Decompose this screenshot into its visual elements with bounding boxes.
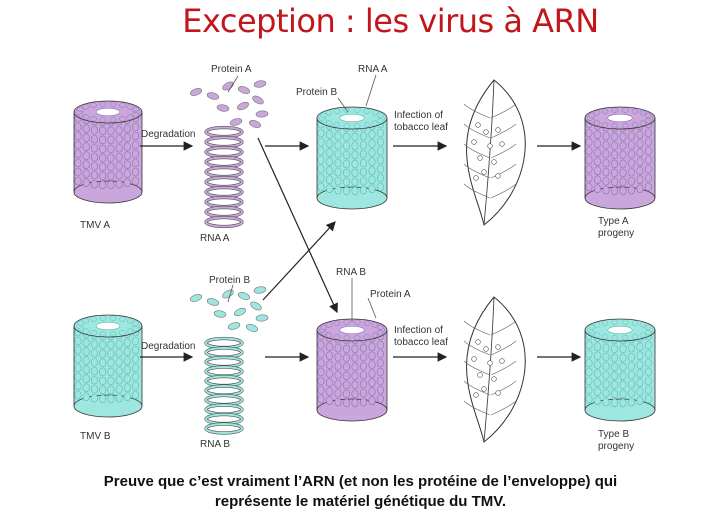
label-tmv-b: TMV B — [80, 431, 111, 442]
label-protein-b-bottom: Protein B — [209, 275, 250, 286]
rna-a-spiral-left — [206, 128, 242, 227]
label-infection-a-1: Infection of — [394, 110, 443, 121]
label-protein-a-top: Protein A — [211, 64, 252, 75]
rna-b-spiral-left — [206, 339, 242, 434]
label-infection-a-2: tobacco leaf — [394, 122, 448, 133]
label-infection-b-1: Infection of — [394, 325, 443, 336]
virus-type-a-progeny — [585, 107, 655, 209]
label-tmv-a: TMV A — [80, 220, 110, 231]
label-type-a: Type A — [598, 216, 629, 227]
label-type-b: Type B — [598, 429, 629, 440]
tmv-reconstitution-diagram: TMV A Degradation Protein A RNA A RNA A … — [0, 0, 721, 470]
caption-line-2: représente le matériel génétique du TMV. — [0, 492, 721, 512]
label-rna-a-top: RNA A — [358, 64, 388, 75]
virus-tmv-a — [74, 101, 142, 203]
label-rna-b-top: RNA B — [336, 267, 366, 278]
tobacco-leaf-a — [464, 80, 525, 225]
protein-a-ellipses — [189, 80, 268, 129]
tobacco-leaf-b — [464, 297, 525, 442]
label-progeny-a: progeny — [598, 228, 634, 239]
label-degradation-a: Degradation — [141, 129, 195, 140]
caption-line-1: Preuve que c’est vraiment l’ARN (et non … — [0, 472, 721, 492]
label-degradation-b: Degradation — [141, 341, 195, 352]
label-rna-a-left: RNA A — [200, 233, 230, 244]
label-protein-b-top: Protein B — [296, 87, 337, 98]
virus-hybrid-rna-a-protein-b — [317, 107, 387, 209]
label-infection-b-2: tobacco leaf — [394, 337, 448, 348]
virus-hybrid-rna-b-protein-a — [317, 319, 387, 421]
label-protein-a-bottom: Protein A — [370, 289, 411, 300]
label-progeny-b: progeny — [598, 441, 634, 452]
virus-type-b-progeny — [585, 319, 655, 421]
protein-b-ellipses — [189, 286, 268, 333]
caption: Preuve que c’est vraiment l’ARN (et non … — [0, 472, 721, 512]
virus-tmv-b — [74, 315, 142, 417]
label-rna-b-bottom: RNA B — [200, 439, 230, 450]
arrow-protein-b-to-rna-a-swap — [263, 222, 335, 300]
